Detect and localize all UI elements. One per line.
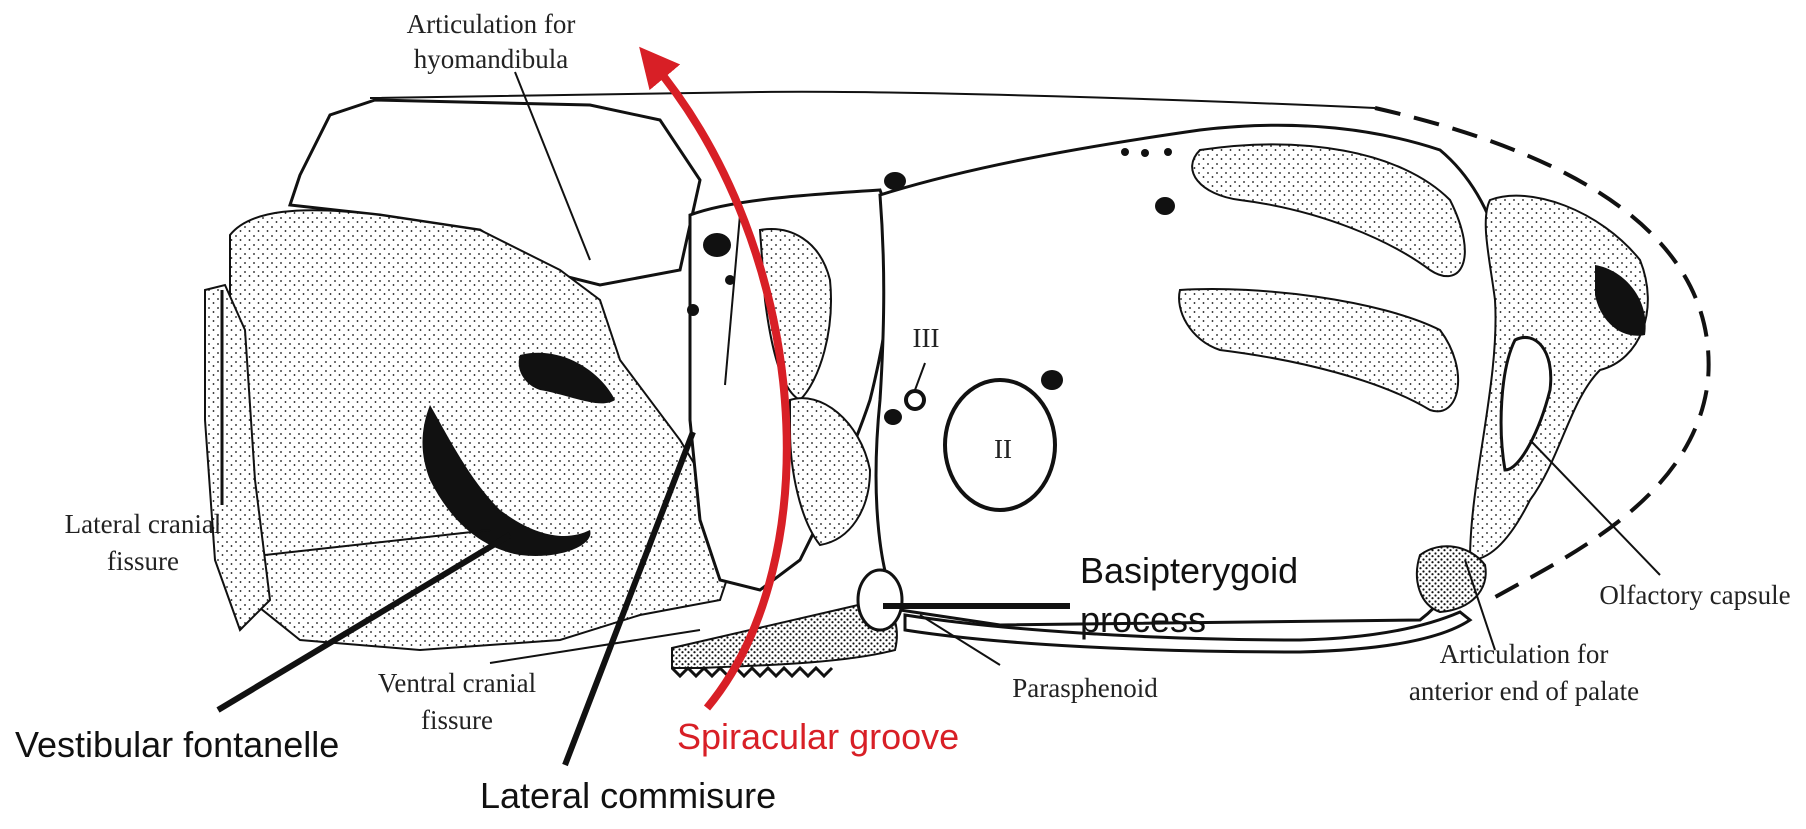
foramen-dark-1 — [1041, 370, 1063, 390]
label-olfactory-capsule: Olfactory capsule — [1599, 580, 1790, 610]
foramen-dot-5 — [725, 275, 735, 285]
label-articulation-palate-2: anterior end of palate — [1409, 676, 1639, 706]
annotation-basipterygoid-2: process — [1080, 599, 1206, 640]
foramen-dot-3 — [1164, 148, 1172, 156]
label-ventral-cranial-fissure-2: fissure — [421, 705, 493, 735]
foramen-dot-1 — [1121, 148, 1129, 156]
label-articulation-palate-1: Articulation for — [1440, 639, 1609, 669]
sphenoid-stipple — [789, 397, 872, 547]
skull-drawing — [204, 90, 1711, 679]
leader-palate — [1464, 559, 1496, 651]
basipterygoid-knob — [856, 568, 904, 632]
label-nerve-ii: II — [994, 434, 1012, 464]
annotation-spiracular-groove: Spiracular groove — [677, 716, 959, 757]
annotation-lateral-commisure: Lateral commisure — [480, 775, 776, 816]
foramen-dark-3 — [884, 172, 906, 190]
leader-olfactory-capsule — [1529, 439, 1661, 576]
label-articulation-hyomandibula-1: Articulation for — [407, 9, 576, 39]
rostrum-dashed-outline — [1374, 106, 1711, 602]
dark-recess — [518, 352, 615, 404]
label-nerve-iii: III — [913, 323, 940, 353]
label-ventral-cranial-fissure-1: Ventral cranial — [378, 668, 536, 698]
annotation-basipterygoid-1: Basipterygoid — [1080, 550, 1298, 591]
annotation-bars — [216, 430, 1070, 767]
orbit-floor-stipple — [1178, 288, 1460, 413]
lateral-cranial-fissure-shape — [422, 405, 591, 556]
parasphenoid-bar — [903, 610, 1473, 654]
skull-roof-line — [369, 90, 1376, 109]
leader-lines — [220, 71, 1661, 666]
leader-lateral-cranial-fissure — [264, 529, 491, 556]
label-parasphenoid: Parasphenoid — [1012, 673, 1158, 703]
nasal-opening — [1499, 336, 1553, 472]
optic-foramen — [943, 378, 1057, 512]
spiracular-groove-arrow — [639, 46, 791, 711]
leader-hyomandibula-inner — [724, 214, 741, 386]
label-articulation-hyomandibula-2: hyomandibula — [414, 44, 568, 74]
olfactory-capsule-shape — [1468, 194, 1649, 562]
label-lateral-cranial-fissure-2: fissure — [107, 546, 179, 576]
foramen-dot-2 — [1141, 149, 1149, 157]
orbit-roof-stipple — [1191, 143, 1466, 277]
foramen-dot-4 — [687, 304, 699, 316]
leader-parasphenoid — [919, 614, 1001, 666]
palatal-articulation-shape — [1415, 545, 1487, 614]
foramen-dark-5 — [1155, 197, 1175, 215]
annotation-vestibular-fontanelle: Vestibular fontanelle — [15, 724, 339, 765]
sans-annotations: Vestibular fontanelle Lateral commisure … — [15, 550, 1298, 816]
label-lateral-cranial-fissure-1: Lateral cranial — [65, 509, 222, 539]
leader-ventral-cranial-fissure — [489, 629, 701, 664]
olfactory-dark — [1595, 265, 1646, 336]
serif-labels: Articulation for hyomandibula Lateral cr… — [65, 9, 1791, 735]
foramen-dark-2 — [884, 409, 902, 425]
foramen-dark-4 — [703, 233, 731, 257]
tooth-row — [670, 665, 834, 679]
bar-vestibular-fontanelle — [216, 532, 512, 713]
leader-articulation-hyomandibula — [514, 71, 591, 261]
bar-lateral-commisure — [562, 430, 696, 767]
leader-nerve-iii — [914, 362, 926, 391]
otic-region — [229, 209, 742, 652]
oculomotor-foramen — [904, 389, 926, 411]
